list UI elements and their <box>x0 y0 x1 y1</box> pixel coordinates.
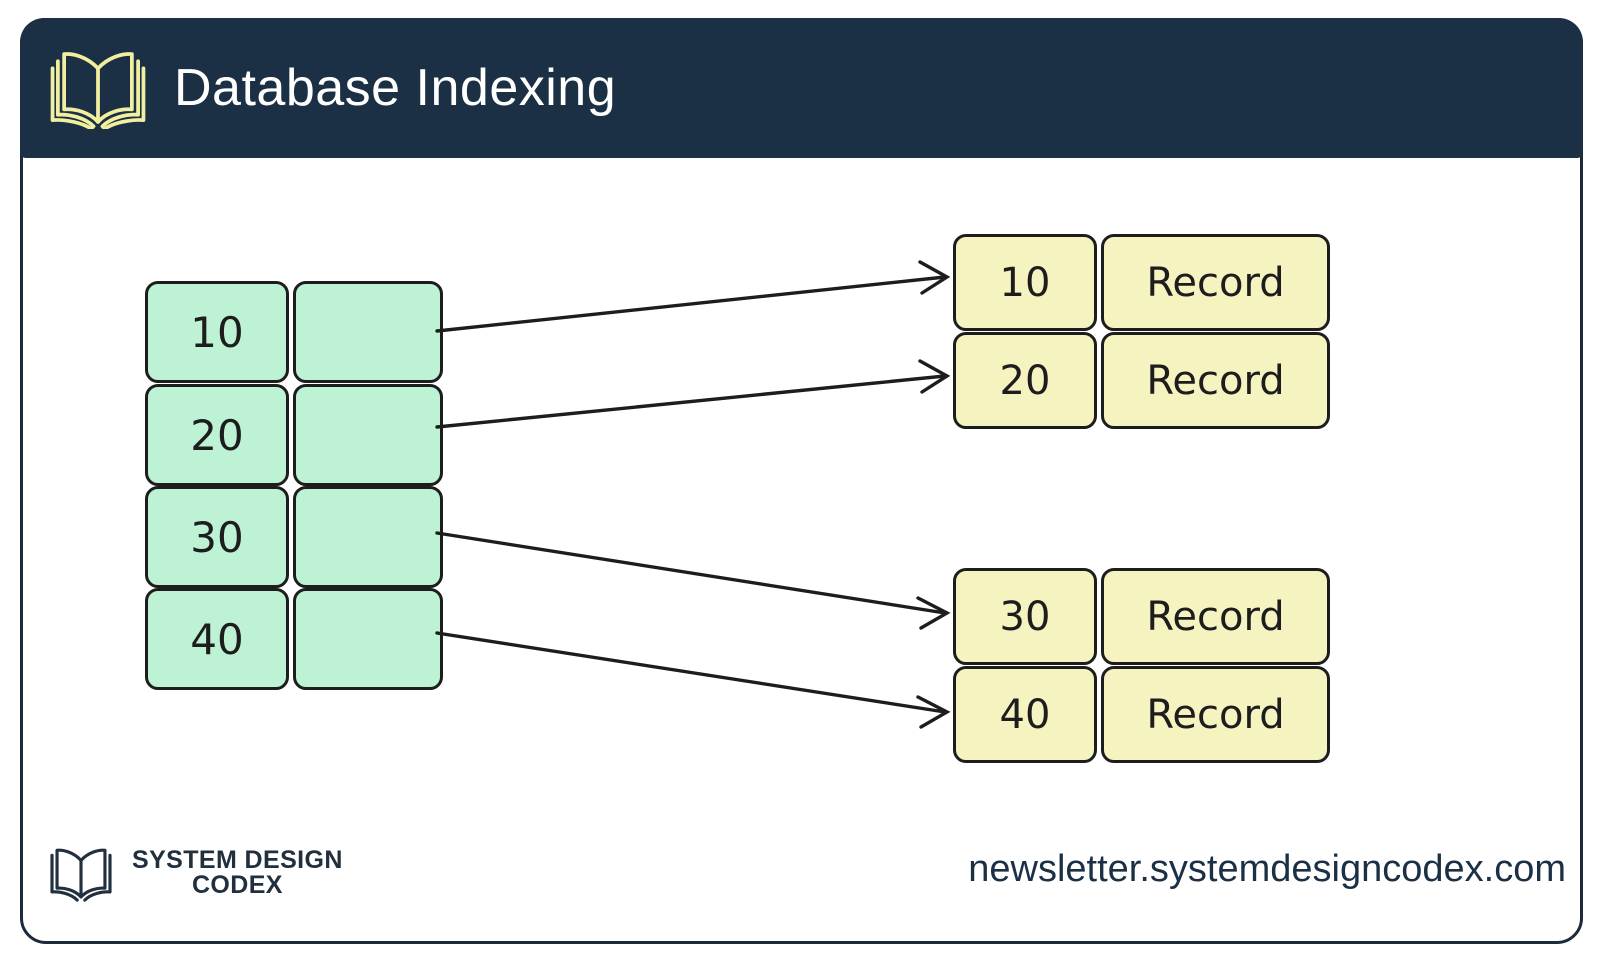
record-row[interactable]: 30 Record <box>953 568 1330 665</box>
page-title: Database Indexing <box>174 59 617 117</box>
footer-logo-line1: SYSTEM DESIGN <box>132 845 343 874</box>
index-key-cell: 10 <box>145 281 289 383</box>
header-bar: Database Indexing <box>20 18 1583 158</box>
record-key-cell: 20 <box>953 332 1097 429</box>
record-row[interactable]: 10 Record <box>953 234 1330 331</box>
index-key-cell: 30 <box>145 486 289 588</box>
index-pointer-cell <box>293 281 443 383</box>
footer-logo-text: SYSTEM DESIGN CODEX <box>132 845 343 899</box>
index-key-cell: 40 <box>145 588 289 690</box>
index-pointer-cell <box>293 588 443 690</box>
index-row[interactable]: 30 <box>145 486 443 588</box>
open-book-icon <box>44 47 152 129</box>
index-table: 10 20 30 40 <box>145 281 443 692</box>
record-value-cell: Record <box>1101 666 1330 763</box>
record-value-cell: Record <box>1101 568 1330 665</box>
record-value-cell: Record <box>1101 332 1330 429</box>
index-row[interactable]: 20 <box>145 384 443 486</box>
record-key-cell: 40 <box>953 666 1097 763</box>
index-row[interactable]: 10 <box>145 281 443 383</box>
record-key-cell: 30 <box>953 568 1097 665</box>
open-book-icon <box>42 844 120 902</box>
index-row[interactable]: 40 <box>145 588 443 690</box>
record-row[interactable]: 20 Record <box>953 332 1330 429</box>
footer-url[interactable]: newsletter.systemdesigncodex.com <box>968 848 1566 890</box>
record-key-cell: 10 <box>953 234 1097 331</box>
record-value-cell: Record <box>1101 234 1330 331</box>
footer-logo: SYSTEM DESIGN CODEX <box>42 840 343 906</box>
record-row[interactable]: 40 Record <box>953 666 1330 763</box>
index-key-cell: 20 <box>145 384 289 486</box>
index-pointer-cell <box>293 486 443 588</box>
footer-logo-line2: CODEX <box>191 871 283 899</box>
index-pointer-cell <box>293 384 443 486</box>
